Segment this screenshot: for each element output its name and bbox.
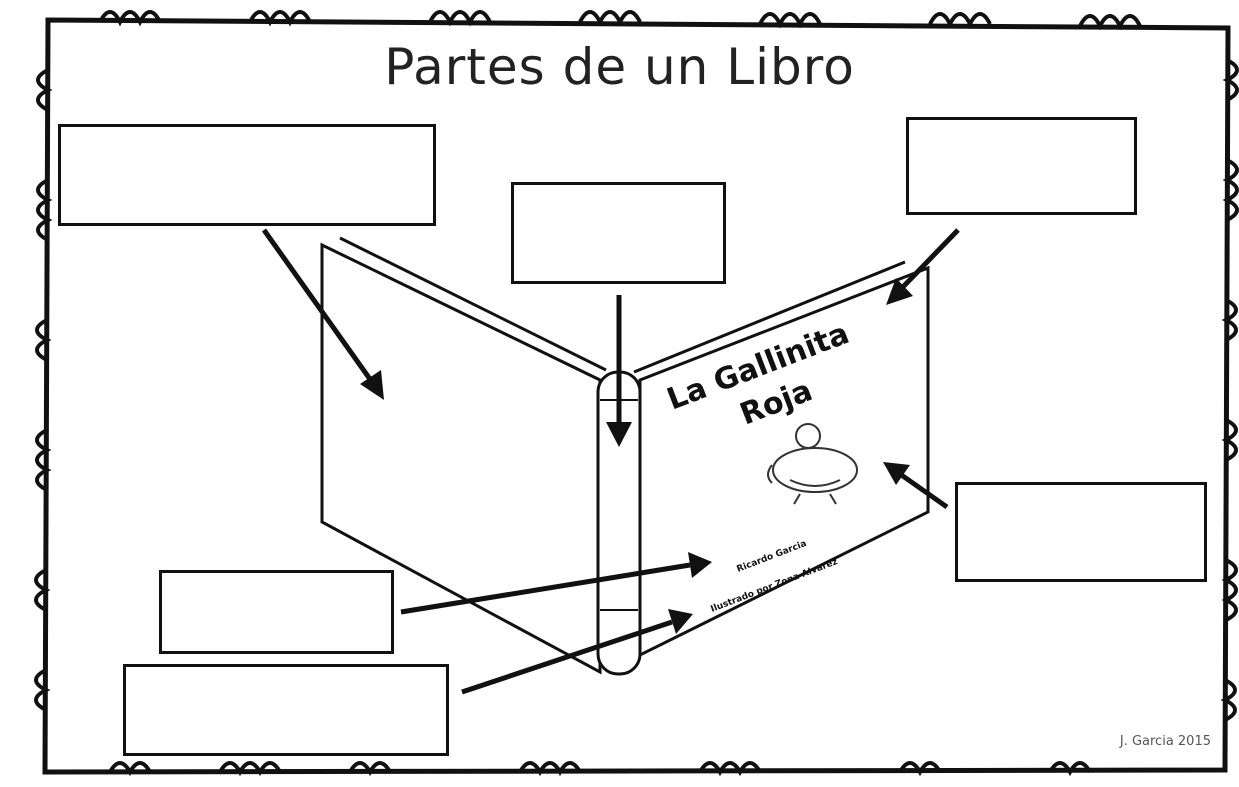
label-box-top-right[interactable] (906, 117, 1137, 215)
label-box-middle-right[interactable] (955, 482, 1207, 582)
label-box-bottom-left-lower[interactable] (123, 664, 449, 756)
arrow-illustration (898, 471, 949, 510)
book-back-cover (320, 242, 602, 675)
arrow-illustrator (461, 619, 673, 695)
page-title: Partes de un Libro (384, 38, 855, 96)
border-loops (34, 10, 1239, 777)
arrow-author (400, 562, 691, 615)
decorative-border (42, 17, 1231, 775)
copyright-credit: J. Garcia 2015 (1119, 734, 1211, 749)
label-box-bottom-left-upper[interactable] (159, 570, 394, 654)
label-box-top-left[interactable] (58, 124, 436, 226)
arrow-back-cover (261, 228, 375, 384)
arrow-front-cover (898, 228, 960, 292)
label-box-top-center[interactable] (511, 182, 726, 284)
book-front-cover (638, 265, 930, 658)
hen-illustration (767, 423, 858, 505)
arrows (261, 228, 960, 695)
